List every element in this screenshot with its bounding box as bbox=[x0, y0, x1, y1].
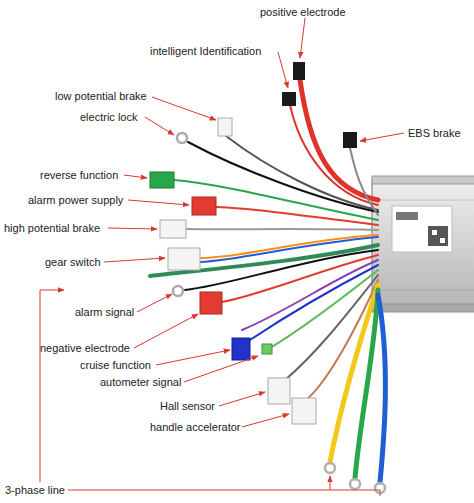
leader-line bbox=[242, 414, 289, 427]
leader-line bbox=[137, 294, 172, 312]
wire bbox=[186, 229, 378, 230]
part-label: positive electrode bbox=[260, 6, 346, 19]
part-label: low potential brake bbox=[55, 90, 147, 103]
part-label: EBS brake bbox=[408, 127, 461, 140]
part-label: intelligent Identification bbox=[150, 45, 261, 58]
part-label: autometer signal bbox=[100, 376, 181, 389]
wire bbox=[185, 250, 378, 290]
part-label: gear switch bbox=[45, 256, 101, 269]
leader-line bbox=[145, 117, 174, 135]
connector bbox=[160, 220, 186, 238]
phase-wire bbox=[355, 290, 378, 478]
ring-terminal bbox=[173, 286, 183, 296]
qr-code bbox=[428, 226, 448, 246]
sticker-print bbox=[396, 212, 418, 220]
leader-line bbox=[156, 350, 230, 365]
leader-line bbox=[300, 18, 305, 58]
housing-rib bbox=[372, 200, 474, 201]
leader-line bbox=[184, 356, 258, 382]
ring-terminal bbox=[325, 463, 335, 473]
part-label: Hall sensor bbox=[160, 400, 215, 413]
part-label: cruise function bbox=[80, 359, 151, 372]
connector bbox=[343, 132, 357, 148]
housing-sticker bbox=[392, 206, 452, 252]
qr-code bbox=[440, 238, 445, 243]
leader-line bbox=[134, 314, 198, 348]
connector bbox=[293, 62, 305, 80]
leader-line bbox=[152, 97, 216, 120]
connector bbox=[268, 378, 290, 404]
connector bbox=[200, 292, 222, 314]
bracket-line bbox=[68, 490, 380, 491]
wire bbox=[242, 260, 378, 330]
wire bbox=[216, 207, 378, 225]
connector bbox=[192, 197, 216, 215]
part-label: 3-phase line bbox=[5, 484, 65, 497]
qr-code bbox=[432, 230, 437, 235]
controller-housing bbox=[372, 180, 474, 308]
bracket-line bbox=[330, 476, 331, 490]
bracket-line bbox=[40, 290, 64, 482]
housing-rib bbox=[372, 290, 474, 291]
leader-line bbox=[278, 52, 288, 88]
part-label: reverse function bbox=[40, 169, 118, 182]
leader-line bbox=[128, 200, 189, 205]
wire bbox=[350, 148, 378, 215]
part-label: electric lock bbox=[80, 111, 137, 124]
connector bbox=[150, 172, 174, 188]
connector bbox=[168, 248, 200, 270]
phase-wire bbox=[378, 295, 385, 482]
part-label: negative electrode bbox=[40, 342, 130, 355]
leader-line bbox=[219, 392, 265, 406]
leader-line bbox=[104, 258, 165, 262]
connector bbox=[218, 118, 232, 136]
leader-line bbox=[108, 228, 157, 229]
leader-line bbox=[124, 175, 147, 178]
leader-line bbox=[360, 133, 404, 141]
connector bbox=[232, 338, 250, 360]
ring-terminal bbox=[177, 133, 187, 143]
connector bbox=[292, 398, 316, 424]
part-label: alarm signal bbox=[75, 306, 134, 319]
bracket-line bbox=[380, 490, 381, 496]
connector bbox=[262, 344, 272, 354]
part-label: handle accelerator bbox=[150, 421, 241, 434]
connector bbox=[282, 92, 296, 106]
wire bbox=[174, 180, 378, 220]
housing-fin bbox=[372, 176, 474, 184]
housing-fin bbox=[372, 304, 474, 312]
part-label: alarm power supply bbox=[28, 194, 123, 207]
ring-terminal bbox=[350, 479, 360, 489]
part-label: high potential brake bbox=[4, 222, 100, 235]
wire bbox=[150, 245, 378, 276]
wire bbox=[250, 265, 378, 340]
